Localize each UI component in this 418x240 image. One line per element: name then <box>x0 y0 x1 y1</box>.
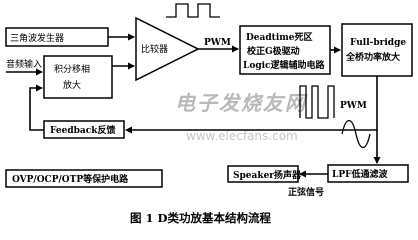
pwm-label-top: PWM <box>204 38 231 48</box>
triangle-generator-label: 三角波发生器 <box>10 32 64 44</box>
pwm-waveform-top <box>166 3 220 18</box>
deadtime-label-1: Deadtime死区 <box>246 32 312 43</box>
d-class-amplifier-diagram: 电子发烧友网 www.elecfans.com 三角波发生器 音频输入 积分移相… <box>5 3 413 225</box>
deadtime-box <box>239 25 331 75</box>
comparator-symbol <box>135 16 200 82</box>
audio-input-label: 音频输入 <box>6 58 42 70</box>
sine-waveform <box>341 119 371 149</box>
lpf-label: LPF低通滤波 <box>332 168 388 180</box>
protection-label: OVP/OCP/OTP等保护电路 <box>12 173 129 185</box>
integrator-label-1: 积分移相 <box>54 63 90 75</box>
speaker-label: Speaker扬声器 <box>233 169 302 181</box>
figure-caption: 图 1 D类功放基本结构流程 <box>130 211 271 225</box>
integrator-box <box>43 55 113 99</box>
integrator-label-2: 放大 <box>63 79 81 91</box>
fullbridge-label-2: 全桥功率放大 <box>345 51 400 63</box>
connections <box>6 33 381 178</box>
watermark: 电子发烧友网 www.elecfans.com <box>175 91 308 143</box>
fullbridge-box <box>341 23 413 77</box>
fullbridge-label-1: Full-bridge <box>350 38 406 48</box>
pwm-waveform-right <box>299 85 335 119</box>
comparator-label: 比较器 <box>141 43 168 55</box>
deadtime-label-2: 校正G极驱动 <box>247 45 300 57</box>
watermark-url: www.elecfans.com <box>186 129 298 143</box>
speaker-box <box>227 165 299 183</box>
protection-box <box>5 169 163 188</box>
feedback-label: Feedback反馈 <box>50 124 115 136</box>
watermark-cn: 电子发烧友网 <box>175 91 308 115</box>
pwm-label-right: PWM <box>340 101 367 111</box>
deadtime-label-3: Logic逻辑辅助电路 <box>243 59 326 71</box>
sine-signal-label: 正弦信号 <box>288 186 324 198</box>
